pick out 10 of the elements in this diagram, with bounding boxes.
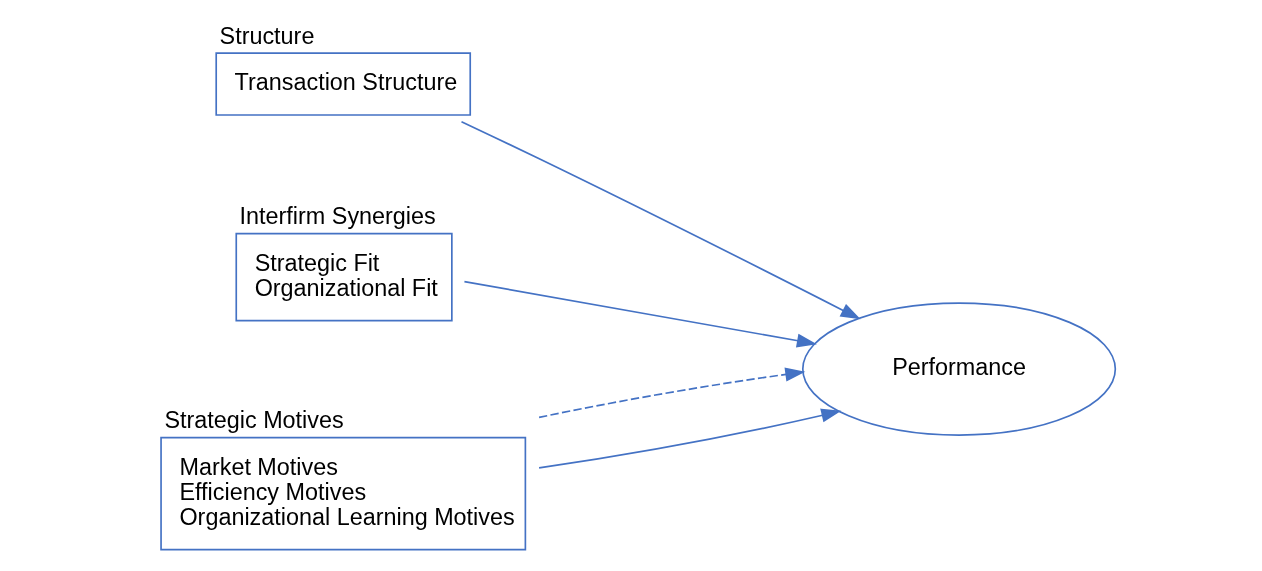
arrow xyxy=(537,408,841,469)
arrow xyxy=(463,280,817,348)
node-box: Strategic Fit Organizational Fit xyxy=(234,232,453,322)
node-label: Structure xyxy=(219,22,314,49)
node-label: Interfirm Synergies xyxy=(239,203,436,229)
node-label: Strategic Motives xyxy=(163,406,344,433)
arrow xyxy=(537,367,805,419)
arrow xyxy=(460,121,861,320)
node-box: Transaction Structure xyxy=(214,52,471,116)
node-box: Market Motives Efficiency Motives Organizational Learning Motives xyxy=(159,436,526,551)
